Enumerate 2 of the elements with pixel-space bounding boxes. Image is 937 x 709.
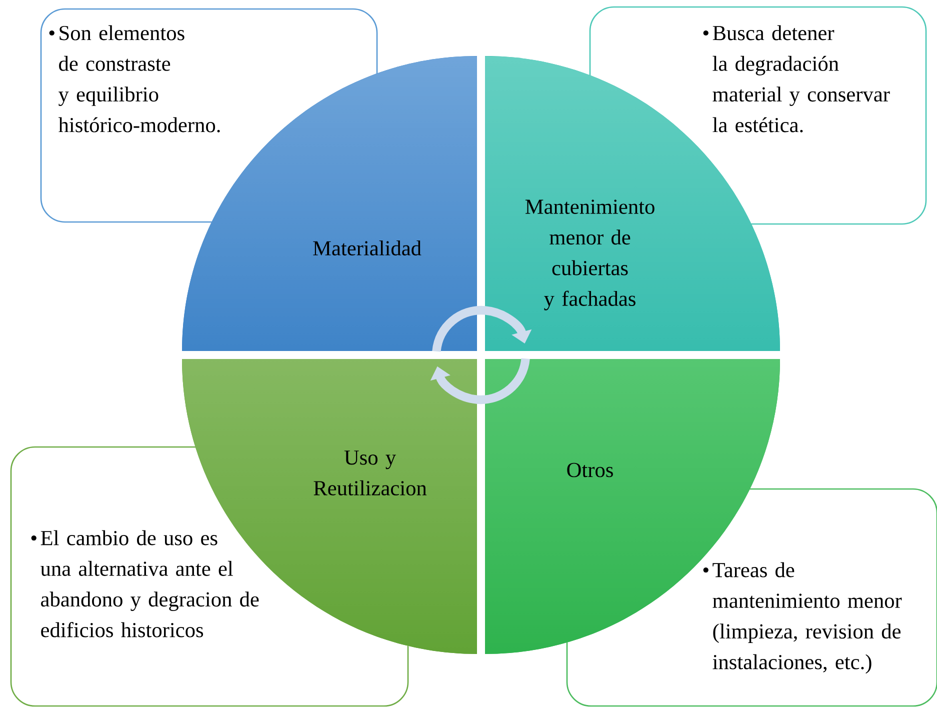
callout-box: • Tareas de mantenimiento menor (limpieza, revision de instalaciones, etc.)	[566, 488, 937, 707]
callout-box: • Son elementos de constraste y equilibrio histórico-moderno.	[40, 8, 378, 223]
